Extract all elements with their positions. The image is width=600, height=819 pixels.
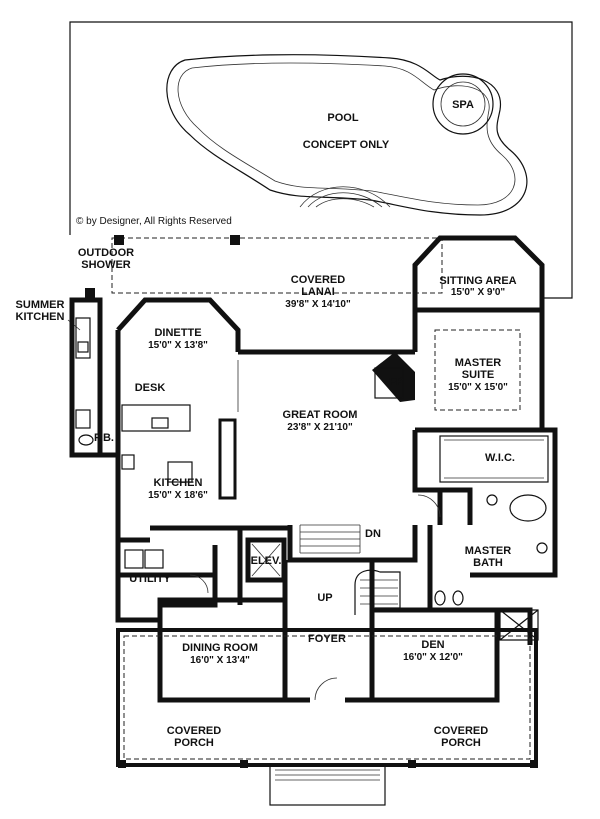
kitchen-bottom-wall bbox=[115, 525, 290, 623]
porch-left-name-1: COVERED bbox=[167, 725, 221, 737]
utility-washer bbox=[124, 549, 144, 569]
porch-column-3 bbox=[408, 760, 416, 768]
powder-bath-label: P.B. bbox=[94, 432, 114, 444]
copyright-text: © by Designer, All Rights Reserved bbox=[76, 216, 232, 227]
kitchen-range bbox=[121, 454, 135, 470]
pool-steps bbox=[299, 186, 391, 208]
pool-note: CONCEPT ONLY bbox=[303, 139, 390, 151]
covered-lanai-name-1: COVERED bbox=[291, 274, 345, 286]
desk-label: DESK bbox=[135, 382, 166, 394]
master-bath-bidet bbox=[452, 590, 464, 606]
kitchen-dims: 15'0" X 18'6" bbox=[148, 490, 208, 501]
wic-outline bbox=[439, 435, 549, 483]
dinette-bay-wall bbox=[116, 297, 241, 352]
desk-counter bbox=[121, 404, 191, 432]
dinette-dims: 15'0" X 13'8" bbox=[148, 340, 208, 351]
master-suite-name-2: SUITE bbox=[462, 369, 494, 381]
master-suite-name-1: MASTER bbox=[455, 357, 502, 369]
lanai-beam-outline bbox=[111, 237, 443, 294]
dining-room-name: DINING ROOM bbox=[182, 642, 258, 654]
spa-outline bbox=[432, 73, 494, 135]
foyer-door-arc bbox=[314, 677, 338, 701]
sitting-area-name: SITTING AREA bbox=[439, 275, 516, 287]
master-bath-name-1: MASTER bbox=[465, 545, 512, 557]
pool-inner-outline bbox=[177, 62, 516, 206]
outdoor-shower-name-1: OUTDOOR bbox=[78, 247, 134, 259]
master-suite-dims: 15'0" X 15'0" bbox=[448, 382, 508, 393]
porch-column-1 bbox=[118, 760, 126, 768]
stair-down-treads bbox=[299, 524, 361, 554]
pool-label: POOL bbox=[327, 112, 358, 124]
sitting-area-bay-wall bbox=[412, 235, 558, 578]
lanai-column-1 bbox=[114, 235, 124, 245]
fireplace-shape bbox=[372, 352, 415, 402]
spa-inner bbox=[440, 81, 486, 127]
outdoor-shower-name-2: SHOWER bbox=[81, 259, 131, 271]
left-exterior-wall bbox=[115, 330, 150, 543]
master-bath-sink-1 bbox=[486, 494, 498, 506]
great-room-dims: 23'8" X 21'10" bbox=[287, 422, 353, 433]
master-bath-sink-2 bbox=[536, 542, 548, 554]
fireplace-hearth bbox=[374, 367, 404, 399]
spa-label: SPA bbox=[452, 99, 474, 111]
kitchen-name: KITCHEN bbox=[154, 477, 203, 489]
porch-right-name-2: PORCH bbox=[441, 737, 481, 749]
master-bath-toilet bbox=[434, 590, 446, 606]
stair-up-label: UP bbox=[317, 592, 332, 604]
porch-left-name-2: PORCH bbox=[174, 737, 214, 749]
kitchen-sink bbox=[151, 417, 169, 429]
stair-down-wall bbox=[287, 525, 418, 563]
fireplace-label: FP bbox=[389, 376, 403, 388]
master-bath-tub bbox=[509, 494, 547, 522]
dinette-name: DINETTE bbox=[154, 327, 201, 339]
front-steps-treads bbox=[275, 769, 380, 781]
covered-lanai-dims: 39'8" X 14'10" bbox=[285, 299, 351, 310]
stair-down-label: DN bbox=[365, 528, 381, 540]
outdoor-shower-column bbox=[85, 288, 95, 298]
stair-up-curve bbox=[354, 569, 401, 615]
powder-bath-sink bbox=[75, 409, 91, 429]
lanai-column-2 bbox=[230, 235, 240, 245]
utility-door-arc bbox=[189, 574, 209, 594]
hall-door-arc bbox=[417, 494, 441, 518]
utility-wall bbox=[118, 545, 218, 608]
elevator-x bbox=[251, 543, 281, 577]
den-name: DEN bbox=[421, 639, 444, 651]
great-room-name: GREAT ROOM bbox=[283, 409, 358, 421]
summer-kitchen-sink bbox=[77, 341, 89, 353]
summer-kitchen-counter bbox=[75, 317, 91, 359]
master-bath-name-2: BATH bbox=[473, 557, 503, 569]
den-bay bbox=[497, 607, 533, 645]
master-suite-tray-ceiling bbox=[434, 329, 521, 411]
covered-lanai-name-2: LANAI bbox=[301, 286, 335, 298]
porch-right-name-1: COVERED bbox=[434, 725, 488, 737]
front-steps bbox=[269, 764, 386, 806]
dining-room-dims: 16'0" X 13'4" bbox=[190, 655, 250, 666]
foyer-label: FOYER bbox=[308, 633, 346, 645]
kitchen-tall-cabinet bbox=[218, 418, 237, 500]
kitchen-island bbox=[167, 461, 193, 483]
pool-outline bbox=[166, 54, 528, 216]
stair-up-treads bbox=[360, 579, 398, 605]
great-room-right-wall bbox=[412, 430, 443, 525]
summer-kitchen-name-2: KITCHEN bbox=[16, 311, 65, 323]
porch-column-4 bbox=[530, 760, 538, 768]
pool-deck-outline bbox=[69, 21, 573, 299]
wic-label: W.I.C. bbox=[485, 452, 515, 464]
powder-bath-toilet bbox=[78, 434, 94, 446]
elevator-label: ELEV. bbox=[251, 555, 282, 567]
den-dims: 16'0" X 12'0" bbox=[403, 652, 463, 663]
den-wall bbox=[369, 607, 500, 703]
utility-label: UTILITY bbox=[129, 573, 171, 585]
utility-dryer bbox=[144, 549, 164, 569]
summer-kitchen-name-1: SUMMER bbox=[16, 299, 65, 311]
porch-column-2 bbox=[240, 760, 248, 768]
porch-railing bbox=[123, 635, 531, 760]
sitting-area-dims: 15'0" X 9'0" bbox=[451, 287, 506, 298]
